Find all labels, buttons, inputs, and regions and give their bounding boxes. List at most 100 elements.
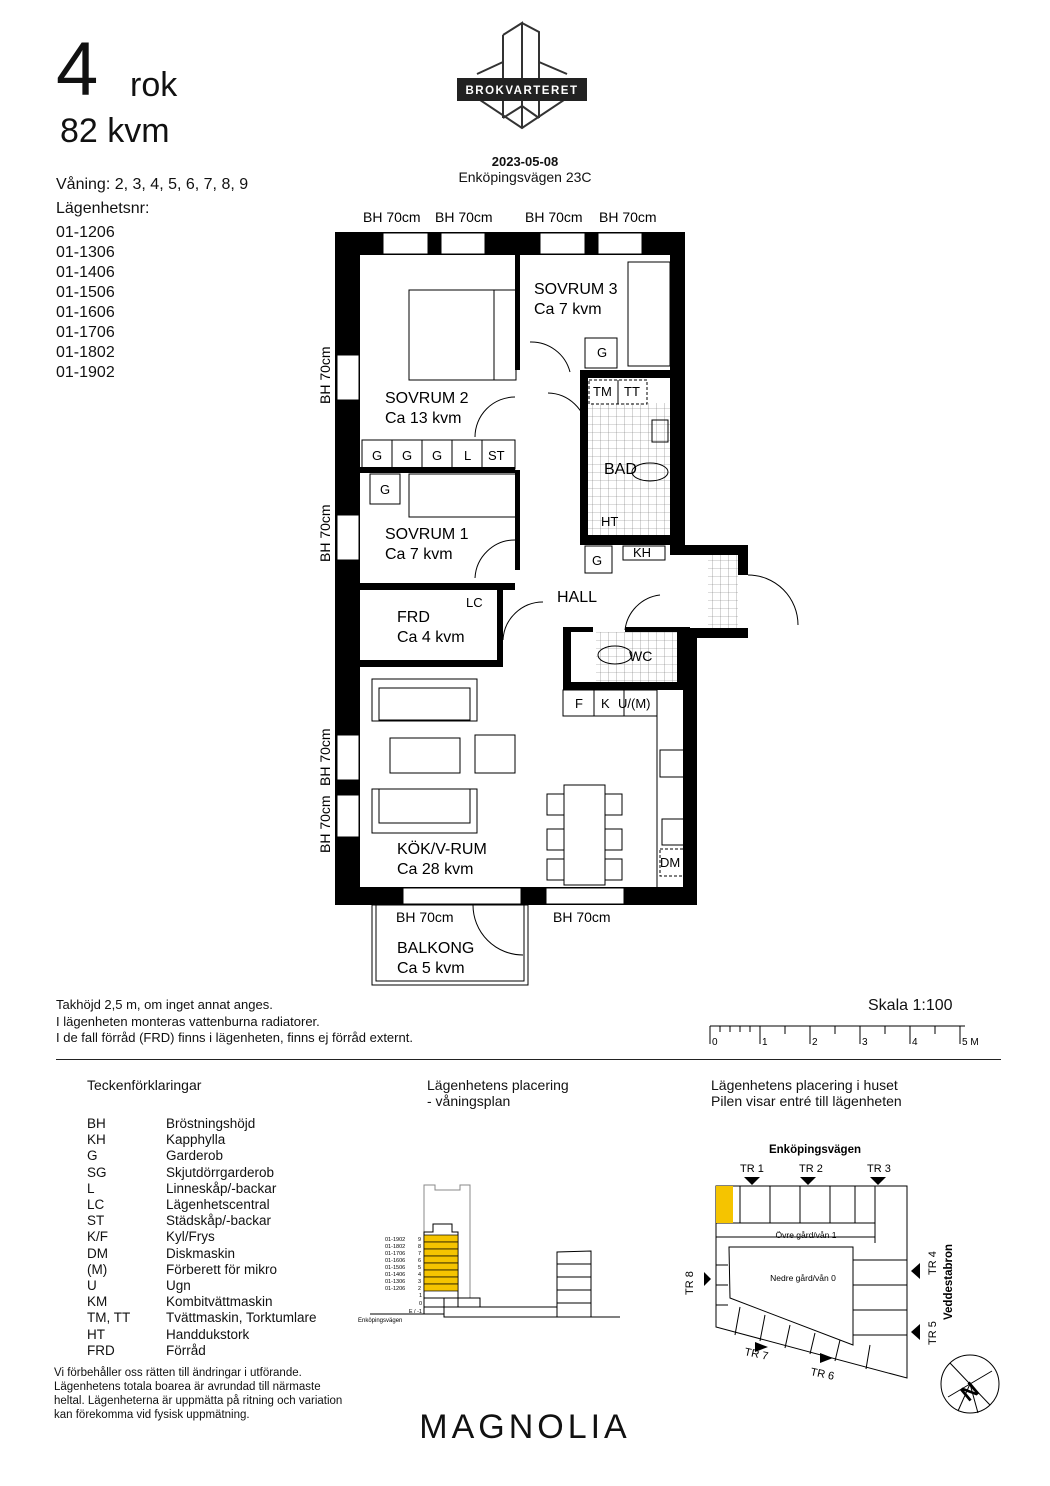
plan-date: 2023-05-08 [491, 154, 559, 169]
rooms-unit: rok [130, 66, 178, 104]
legend-value: Linneskåp/-backar [166, 1180, 277, 1196]
placement-house-subtitle: Pilen visar entré till lägenheten [711, 1093, 902, 1109]
disclaimer: Vi förbehåller oss rätten till ändringar… [54, 1367, 343, 1421]
legend-value: Kombitvättmaskin [166, 1294, 273, 1310]
floor-number-label: 8 [418, 1244, 421, 1250]
legend-value: Kapphylla [166, 1132, 226, 1148]
window-label: BH 70cm [435, 209, 493, 225]
room-area: Ca 28 kvm [397, 861, 473, 878]
legend-key: TM, TT [87, 1310, 131, 1326]
legend-item: KM Kombitvättmaskin [87, 1294, 317, 1310]
legend-item: TM, TT Tvättmaskin, Torktumlare [87, 1310, 317, 1326]
legend-title: Teckenförklaringar [87, 1077, 202, 1093]
street-top-label: Enköpingsvägen [769, 1144, 861, 1156]
floor-apartment-label: 01-1206 [385, 1286, 405, 1292]
room-area: Ca 4 kvm [397, 629, 465, 646]
entry-arrows [704, 1177, 920, 1363]
floor-number-label: 7 [418, 1251, 421, 1257]
stair-label: TR 1 [740, 1163, 764, 1175]
stair-label: TR 6 [809, 1366, 835, 1383]
stair-label: TR 8 [684, 1271, 696, 1295]
floor-apartment-label: 01-1306 [385, 1279, 405, 1285]
floor-highlight [423, 1276, 459, 1285]
floor-number-label: E / -1 [409, 1309, 422, 1315]
tm-label: TM [593, 384, 612, 399]
legend-value: Bröstningshöjd [166, 1116, 256, 1131]
g-label: G [402, 448, 412, 463]
floor-apartment-label: 01-1802 [385, 1244, 405, 1250]
floor-highlight [423, 1283, 459, 1292]
floor-highlight [423, 1234, 459, 1243]
room-name: SOVRUM 3 [534, 281, 618, 298]
legend-key: U [87, 1278, 97, 1294]
floor-apartment-label: 01-1406 [385, 1272, 405, 1278]
scale-title: Skala 1:100 [868, 997, 953, 1014]
window-label: BH 70cm [317, 795, 333, 853]
g-label: G [592, 553, 602, 568]
placement-house-title: Lägenhetens placering i huset Pilen visa… [711, 1077, 902, 1109]
notes: Takhöjd 2,5 m, om inget annat anges. I l… [56, 997, 413, 1047]
legend-item: (M) Förberett för mikro [87, 1262, 317, 1278]
room-name: SOVRUM 1 [385, 526, 469, 543]
floors-list: Våning: 2, 3, 4, 5, 6, 7, 8, 9 [56, 176, 249, 193]
hall-label: HALL [557, 589, 597, 606]
lc-label: LC [466, 595, 483, 610]
apartment-number-list: 01-1206 01-1306 01-1406 01-1506 01-1606 … [56, 223, 115, 383]
g-label: G [372, 448, 382, 463]
note: I de fall förråd (FRD) finns i lägenhete… [56, 1030, 413, 1045]
legend-value: Skjutdörrgarderob [166, 1164, 275, 1180]
stair-label: TR 5 [927, 1321, 939, 1345]
entry-floor [708, 555, 738, 628]
st-label: ST [488, 448, 505, 463]
floor-number-label: 0 [419, 1301, 422, 1307]
floor-highlight [423, 1255, 459, 1264]
legend-value: Förråd [166, 1342, 206, 1358]
legend-key: K/F [87, 1229, 109, 1245]
brokvarteret-logo: BROKVARTERET [457, 21, 587, 130]
logo-text: BROKVARTERET [466, 85, 579, 97]
legend-value: Tvättmaskin, Torktumlare [166, 1310, 317, 1326]
wc-label: WC [629, 648, 652, 664]
placement-house-title-text: Lägenhetens placering i huset [711, 1077, 898, 1093]
street-label: Enköpingsvägen [358, 1318, 402, 1324]
apartment-number-label: Lägenhetsnr: [56, 200, 150, 217]
stair-label: TR 7 [743, 1346, 769, 1363]
legend-item: HT Handdukstork [87, 1327, 317, 1343]
legend-value: Diskmaskin [166, 1245, 236, 1261]
legend-key: ST [87, 1213, 105, 1229]
furniture [361, 261, 799, 986]
windows [336, 232, 643, 905]
room-area: Ca 13 kvm [385, 410, 461, 427]
legend-value: Ugn [166, 1278, 191, 1294]
legend-key: LC [87, 1197, 105, 1213]
compass-north-label: N [956, 1377, 984, 1406]
bathroom-floor [588, 403, 670, 535]
scale-bar: 0 1 2 3 4 5 M [709, 1025, 979, 1048]
stair-label: TR 2 [799, 1163, 823, 1175]
note: I lägenheten monteras vattenburna radiat… [56, 1013, 320, 1029]
apartment-number: 01-1902 [56, 364, 115, 381]
legend-key: HT [87, 1326, 105, 1342]
floor-number-label: 9 [418, 1237, 421, 1243]
room-name: KÖK/V-RUM [397, 840, 487, 858]
kh-label: KH [633, 545, 651, 560]
scale-tick: 0 [712, 1037, 718, 1048]
floor-highlight [423, 1248, 459, 1257]
legend-key: KM [87, 1294, 108, 1310]
legend-value: Handdukstork [166, 1326, 250, 1342]
legend-value: Förberett för mikro [166, 1261, 278, 1277]
room-area: Ca 7 kvm [534, 301, 602, 318]
address: Enköpingsvägen 23C [458, 169, 592, 185]
apartment-highlight [716, 1186, 733, 1223]
legend-key: KH [87, 1132, 106, 1148]
legend-key: (M) [87, 1261, 108, 1277]
window-label: BH 70cm [396, 909, 454, 925]
legend-value: Garderob [166, 1148, 224, 1164]
apartment-number: 01-1706 [56, 324, 115, 341]
walls [335, 232, 748, 905]
